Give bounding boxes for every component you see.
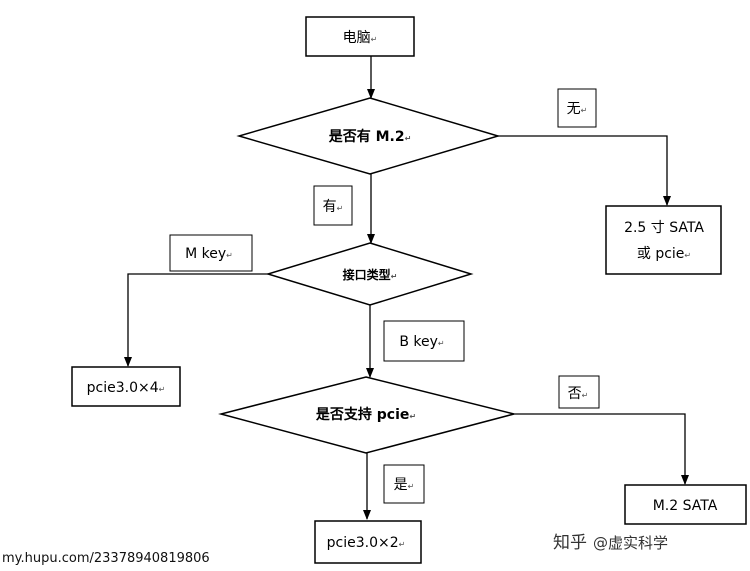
edge-label-yes-has-box [313, 185, 353, 226]
node-support-pcie-diamond [218, 376, 515, 454]
node-pcie-x4-label: pcie3.0×4↵ [87, 380, 166, 396]
edge-label-no-fou: 否↵ [558, 375, 600, 409]
node-interface-type-label: 接口类型↵ [343, 267, 398, 282]
node-sata-or-pcie-box [605, 205, 722, 275]
node-pcie-x4: pcie3.0×4↵ [71, 366, 181, 407]
edge-label-b-key: B key↵ [383, 320, 465, 362]
watermark-zhihu: 知乎 @虚实科学 [553, 528, 668, 553]
edge-label-m-key-box [169, 234, 253, 272]
node-m2-sata-label: M.2 SATA [653, 498, 718, 514]
node-pcie-x2-label: pcie3.0×2↵ [327, 535, 406, 551]
edge-support-no [514, 413, 689, 485]
watermark-url: my.hupu.com/23378940819806 [2, 551, 210, 566]
edge-label-yes-has: 有↵ [313, 185, 353, 226]
node-support-pcie: 是否支持 pcie↵ [218, 376, 515, 454]
edge-label-b-key-box [383, 320, 465, 362]
watermark-zhihu-brand: 知乎 [553, 533, 587, 553]
node-m2-sata-box [624, 484, 747, 525]
edge-label-yes-has-text: 有↵ [323, 199, 344, 215]
node-pcie-x4-box [71, 366, 181, 407]
connectors [124, 56, 689, 520]
edge-label-no-fou-text: 否↵ [568, 386, 589, 402]
edge-label-no-fou-box [558, 375, 600, 409]
node-computer-label: 电脑↵ [343, 30, 378, 46]
edge-interface-m-key [124, 273, 268, 367]
edge-label-m-key: M key↵ [169, 234, 253, 272]
watermark-author: @虚实科学 [593, 534, 669, 552]
edge-label-no-box [557, 88, 597, 128]
node-computer-box [305, 16, 415, 57]
node-pcie-x2-box [314, 520, 422, 564]
node-has-m2: 是否有 M.2↵ [236, 97, 501, 175]
node-support-pcie-label: 是否支持 pcie↵ [316, 406, 416, 423]
node-interface-type: 接口类型↵ [265, 242, 474, 306]
node-m2-sata: M.2 SATA [624, 484, 747, 525]
node-pcie-x2: pcie3.0×2↵ [314, 520, 422, 564]
edge-label-b-key-text: B key↵ [399, 334, 444, 350]
edge-has-m2-no [498, 135, 671, 206]
edge-label-yes-shi-box [383, 464, 425, 504]
edge-label-no-text: 无↵ [567, 101, 588, 117]
node-sata-line2: 或 pcie↵ [637, 246, 691, 262]
node-sata-or-pcie: 2.5 寸 SATA 或 pcie↵ [605, 205, 722, 275]
node-has-m2-diamond [236, 97, 501, 175]
edge-label-m-key-text: M key↵ [185, 246, 233, 262]
node-sata-line1: 2.5 寸 SATA [624, 220, 704, 236]
edge-label-yes-shi-text: 是↵ [394, 477, 415, 493]
edge-label-no: 无↵ [557, 88, 597, 128]
node-computer: 电脑↵ [305, 16, 415, 57]
edge-label-yes-shi: 是↵ [383, 464, 425, 504]
node-has-m2-label: 是否有 M.2↵ [329, 128, 412, 145]
node-interface-type-diamond [265, 242, 474, 306]
